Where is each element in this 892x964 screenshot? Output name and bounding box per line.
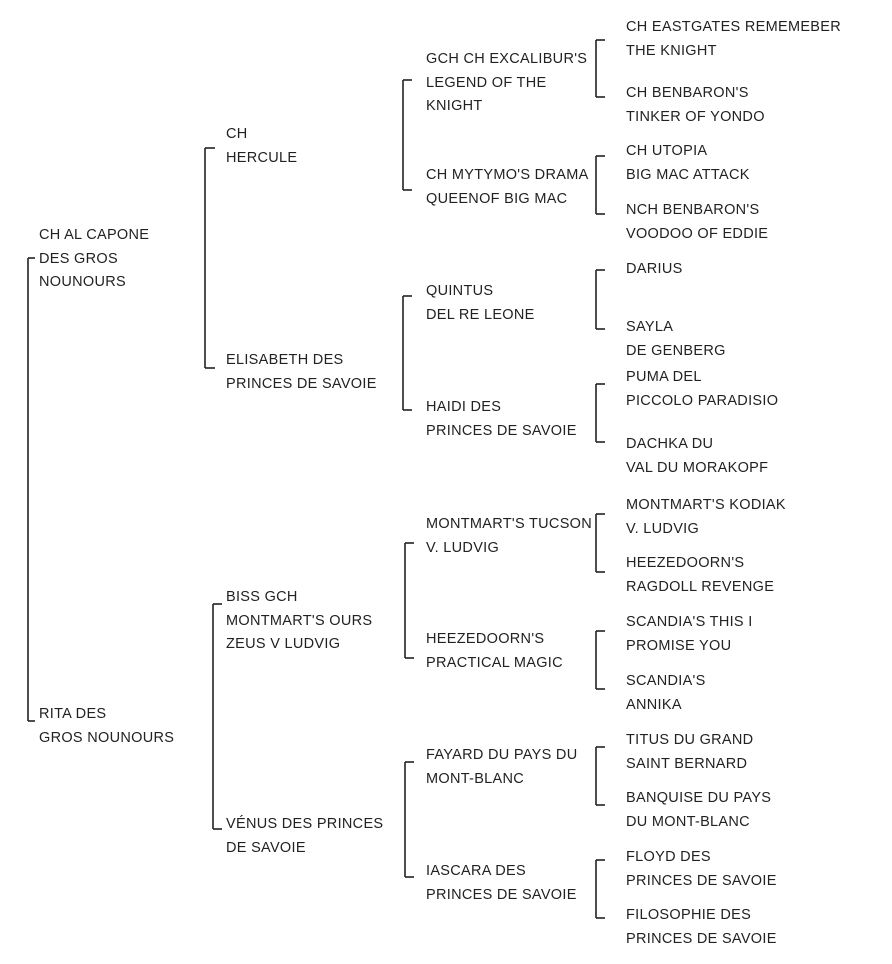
- dog-gen4-titus: TITUS DU GRAND SAINT BERNARD: [626, 729, 753, 776]
- dog-gen4-filosophie: FILOSOPHIE DES PRINCES DE SAVOIE: [626, 904, 777, 951]
- name-line: PRINCES DE SAVOIE: [226, 375, 377, 392]
- dog-gen4-kodiak: MONTMART'S KODIAK V. LUDVIG: [626, 494, 786, 541]
- name-line: THE KNIGHT: [626, 42, 717, 59]
- name-line: NOUNOURS: [39, 274, 126, 290]
- name-line: KNIGHT: [426, 98, 483, 114]
- name-line: VÉNUS DES PRINCES: [226, 816, 384, 832]
- name-line: CH BENBARON'S: [626, 85, 749, 101]
- name-line: CH EASTGATES REMEMEBER: [626, 19, 842, 35]
- dog-gen4-sayla: SAYLA DE GENBERG: [626, 316, 726, 363]
- name-line: HEEZEDOORN'S: [426, 631, 545, 647]
- name-line: BANQUISE DU PAYS: [626, 790, 772, 806]
- name-line: IASCARA DES: [426, 863, 526, 879]
- name-line: PROMISE YOU: [626, 637, 732, 654]
- name-line: RITA DES: [39, 706, 107, 722]
- name-line: BIG MAC ATTACK: [626, 166, 750, 183]
- dog-dam-line-root: RITA DES GROS NOUNOURS: [39, 703, 174, 750]
- name-line: LEGEND OF THE: [426, 74, 547, 91]
- name-line: BISS GCH: [226, 589, 298, 605]
- dog-gen4-ragdoll: HEEZEDOORN'S RAGDOLL REVENGE: [626, 552, 774, 599]
- dog-gen3-haidi: HAIDI DES PRINCES DE SAVOIE: [426, 396, 577, 443]
- dog-gen2-elisabeth: ELISABETH DES PRINCES DE SAVOIE: [226, 349, 377, 396]
- name-line: SCANDIA'S THIS I: [626, 614, 753, 630]
- name-line: VOODOO OF EDDIE: [626, 225, 769, 242]
- name-line: GCH CH EXCALIBUR'S: [426, 51, 588, 67]
- name-line: QUEENOF BIG MAC: [426, 190, 568, 207]
- dog-gen4-banquise: BANQUISE DU PAYS DU MONT-BLANC: [626, 787, 771, 834]
- name-line: HERCULE: [226, 149, 298, 166]
- name-line: DE SAVOIE: [226, 839, 306, 856]
- name-line: DEL RE LEONE: [426, 306, 535, 323]
- dog-gen4-voodoo: NCH BENBARON'S VOODOO OF EDDIE: [626, 199, 768, 246]
- name-line: MONTMART'S TUCSON: [426, 516, 593, 532]
- name-line: V. LUDVIG: [626, 520, 700, 537]
- name-line: SAINT BERNARD: [626, 755, 748, 772]
- name-line: SCANDIA'S: [626, 673, 706, 689]
- dog-gen2-hercule: CH HERCULE: [226, 123, 297, 170]
- dog-gen3-mytymo: CH MYTYMO'S DRAMA QUEENOF BIG MAC: [426, 164, 589, 211]
- name-line: CH AL CAPONE: [39, 227, 150, 243]
- name-line: DE GENBERG: [626, 342, 726, 359]
- dog-gen3-excalibur: GCH CH EXCALIBUR'S LEGEND OF THE KNIGHT: [426, 48, 587, 119]
- name-line: CH: [226, 126, 248, 142]
- dog-gen2-zeus: BISS GCH MONTMART'S OURS ZEUS V LUDVIG: [226, 586, 372, 657]
- name-line: DARIUS: [626, 261, 683, 277]
- name-line: ANNIKA: [626, 696, 682, 713]
- dog-gen4-eastgates: CH EASTGATES REMEMEBER THE KNIGHT: [626, 16, 841, 63]
- name-line: PRINCES DE SAVOIE: [426, 886, 577, 903]
- dog-gen3-tucson: MONTMART'S TUCSON V. LUDVIG: [426, 513, 592, 560]
- dog-gen4-utopia: CH UTOPIA BIG MAC ATTACK: [626, 140, 750, 187]
- name-line: ZEUS V LUDVIG: [226, 636, 341, 652]
- name-line: FLOYD DES: [626, 849, 711, 865]
- name-line: PRINCES DE SAVOIE: [626, 872, 777, 889]
- dog-gen4-floyd: FLOYD DES PRINCES DE SAVOIE: [626, 846, 777, 893]
- dog-gen4-tinker: CH BENBARON'S TINKER OF YONDO: [626, 82, 765, 129]
- dog-gen3-iascara: IASCARA DES PRINCES DE SAVOIE: [426, 860, 577, 907]
- dog-gen3-practical-magic: HEEZEDOORN'S PRACTICAL MAGIC: [426, 628, 563, 675]
- dog-gen4-darius: DARIUS: [626, 258, 683, 282]
- dog-gen3-quintus: QUINTUS DEL RE LEONE: [426, 280, 535, 327]
- name-line: FILOSOPHIE DES: [626, 907, 752, 923]
- name-line: CH UTOPIA: [626, 143, 708, 159]
- name-line: TITUS DU GRAND: [626, 732, 754, 748]
- name-line: DU MONT-BLANC: [626, 813, 750, 830]
- name-line: V. LUDVIG: [426, 539, 500, 556]
- name-line: QUINTUS: [426, 283, 494, 299]
- name-line: VAL DU MORAKOPF: [626, 459, 769, 476]
- name-line: HAIDI DES: [426, 399, 502, 415]
- name-line: PUMA DEL: [626, 369, 702, 385]
- dog-gen4-puma: PUMA DEL PICCOLO PARADISIO: [626, 366, 778, 413]
- name-line: MONTMART'S OURS: [226, 612, 373, 629]
- name-line: PRACTICAL MAGIC: [426, 654, 563, 671]
- name-line: PRINCES DE SAVOIE: [426, 422, 577, 439]
- dog-sire-line-root: CH AL CAPONE DES GROS NOUNOURS: [39, 224, 149, 295]
- name-line: CH MYTYMO'S DRAMA: [426, 167, 589, 183]
- name-line: GROS NOUNOURS: [39, 729, 175, 746]
- name-line: NCH BENBARON'S: [626, 202, 760, 218]
- dog-gen3-fayard: FAYARD DU PAYS DU MONT-BLANC: [426, 744, 577, 791]
- name-line: DES GROS: [39, 250, 118, 267]
- dog-gen2-venus: VÉNUS DES PRINCES DE SAVOIE: [226, 813, 383, 860]
- dog-gen4-dachka: DACHKA DU VAL DU MORAKOPF: [626, 433, 768, 480]
- name-line: MONT-BLANC: [426, 770, 525, 787]
- name-line: ELISABETH DES: [226, 352, 344, 368]
- name-line: MONTMART'S KODIAK: [626, 497, 786, 513]
- dog-gen4-annika: SCANDIA'S ANNIKA: [626, 670, 706, 717]
- name-line: PRINCES DE SAVOIE: [626, 930, 777, 947]
- name-line: RAGDOLL REVENGE: [626, 578, 775, 595]
- name-line: DACHKA DU: [626, 436, 714, 452]
- name-line: PICCOLO PARADISIO: [626, 392, 779, 409]
- name-line: SAYLA: [626, 319, 674, 335]
- name-line: FAYARD DU PAYS DU: [426, 747, 578, 763]
- dog-gen4-scandia-promise: SCANDIA'S THIS I PROMISE YOU: [626, 611, 753, 658]
- name-line: TINKER OF YONDO: [626, 108, 765, 125]
- name-line: HEEZEDOORN'S: [626, 555, 745, 571]
